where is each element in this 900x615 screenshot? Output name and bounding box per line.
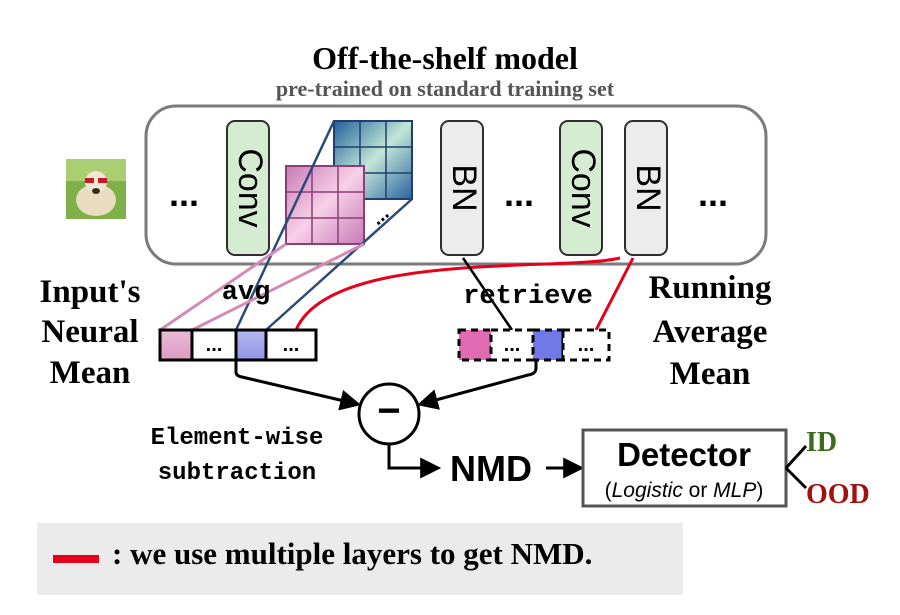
pink-connector-left xyxy=(159,242,287,332)
conv-layer-1-label: Conv xyxy=(231,148,269,227)
bn-layer-1-label: BN xyxy=(445,164,483,211)
retrieve-operation-label: retrieve xyxy=(463,282,593,312)
bn-layer-1: BN xyxy=(440,120,484,256)
input-mean-label-line1: Input's xyxy=(40,274,141,310)
branch-to-ood xyxy=(784,466,808,490)
left-vector-cell-ellipsis-1: ... xyxy=(206,334,223,356)
red-line-legend-icon xyxy=(53,555,99,563)
bn-layer-2-label: BN xyxy=(629,164,667,211)
subtraction-label-line2: subtraction xyxy=(158,460,316,487)
feature-map-blue xyxy=(333,120,413,200)
right-vector-cell-ellipsis-1: ... xyxy=(504,334,521,356)
dog-photo-icon xyxy=(66,159,126,219)
output-ood-label: OOD xyxy=(806,479,870,510)
running-mean-label-line2: Average xyxy=(653,314,768,350)
branch-to-id xyxy=(784,444,808,470)
pink-connector-right xyxy=(191,242,365,332)
arrow-input-to-subtraction xyxy=(234,361,362,411)
arrow-subtraction-to-nmd xyxy=(387,445,442,479)
running-mean-label-line3: Mean xyxy=(670,356,751,392)
ellipsis-2: ... xyxy=(504,173,534,214)
detector-box: Detector (Logistic or MLP) xyxy=(581,428,788,508)
subtraction-operator: − xyxy=(357,382,421,446)
right-vector-cell-ellipsis-2: ... xyxy=(578,334,595,356)
conv-layer-1: Conv xyxy=(226,120,270,256)
ellipsis-1: ... xyxy=(169,173,199,214)
detector-title: Detector xyxy=(617,436,751,473)
nmd-label: NMD xyxy=(450,448,532,489)
output-id-label: ID xyxy=(806,427,837,458)
left-vector-cell-ellipsis-2: ... xyxy=(283,334,300,356)
arrow-running-to-subtraction xyxy=(416,361,538,410)
ellipsis-3: ... xyxy=(698,173,728,214)
avg-operation-label: avg xyxy=(222,278,271,308)
model-title: Off-the-shelf model xyxy=(312,40,578,76)
retrieve-connector xyxy=(461,257,514,331)
minus-icon: − xyxy=(377,389,400,433)
input-neural-mean-vector: ... ... xyxy=(158,328,318,362)
conv-layer-2-label: Conv xyxy=(564,148,602,227)
detector-option-logistic: Logistic xyxy=(612,479,684,502)
feature-map-pink xyxy=(285,165,365,245)
running-mean-label-line1: Running xyxy=(649,270,772,306)
running-average-mean-vector: ... ... xyxy=(457,328,611,362)
red-connector-to-running-mean xyxy=(594,257,635,331)
subtraction-label-line1: Element-wise xyxy=(151,425,324,452)
legend-text: : we use multiple layers to get NMD. xyxy=(112,536,593,571)
conv-layer-2: Conv xyxy=(559,120,603,256)
input-mean-label-line3: Mean xyxy=(50,355,131,391)
bn-layer-2: BN xyxy=(624,120,668,256)
navy-connector-right xyxy=(265,198,413,331)
detector-subtitle: (Logistic or MLP) xyxy=(605,479,764,502)
legend-box xyxy=(37,523,683,595)
navy-connector-left xyxy=(234,120,336,331)
red-connector-to-input-mean xyxy=(294,256,621,331)
detector-option-mlp: MLP xyxy=(713,479,756,502)
input-mean-label-line2: Neural xyxy=(41,314,138,350)
model-subtitle: pre-trained on standard training set xyxy=(276,76,615,101)
